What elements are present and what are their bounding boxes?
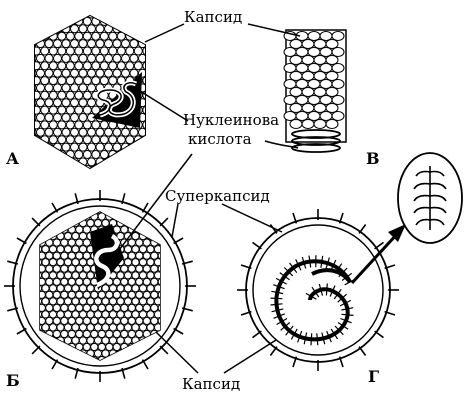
panel-label-v: В bbox=[366, 149, 380, 168]
label-supercapsid: Суперкапсид bbox=[165, 187, 270, 205]
label-capsid-bottom: Капсид bbox=[182, 375, 240, 393]
leader-capsid-g bbox=[224, 340, 276, 373]
label-nucleic-acid-line1: Нуклеинова bbox=[183, 111, 279, 129]
label-capsid-top: Капсид bbox=[184, 8, 242, 26]
virus-a-icosahedral bbox=[28, 10, 151, 173]
virus-v-helical bbox=[284, 30, 346, 152]
leader-supercapsid-b bbox=[172, 204, 178, 237]
virus-b-enveloped-icosahedral bbox=[4, 190, 196, 382]
panel-label-g: Г bbox=[368, 367, 379, 386]
leader-capsid-b bbox=[156, 332, 198, 373]
panel-label-b: Б bbox=[6, 371, 20, 390]
virus-g-enveloped-helical bbox=[237, 153, 462, 371]
label-nucleic-acid-line2: кислота bbox=[188, 130, 252, 148]
leader-capsid-a bbox=[145, 24, 184, 42]
leader-supercapsid-g bbox=[222, 204, 282, 232]
panel-label-a: А bbox=[6, 149, 19, 168]
